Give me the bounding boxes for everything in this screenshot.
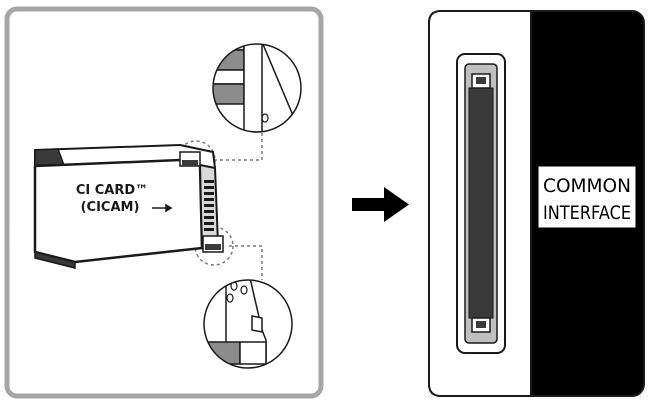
ci-card-bottom-stripe — [34, 251, 76, 269]
ci-card-top-notch-fill — [182, 160, 198, 166]
common-interface-label-line2: INTERFACE — [543, 202, 631, 224]
common-interface-label-line1: COMMON — [543, 175, 631, 197]
common-interface-label-box — [538, 166, 636, 228]
ci-card-connector-pins — [204, 180, 214, 231]
detail-callout-lines — [214, 132, 263, 280]
ci-slot-channel — [468, 87, 494, 319]
arrow-right-icon — [352, 187, 409, 222]
bottom-corner-highlight — [194, 226, 234, 266]
ci-slot-bottom-connector-fill — [476, 321, 486, 328]
tv-slot-panel: COMMON INTERFACE — [428, 10, 645, 397]
ci-card-bottom-notch-fill — [205, 244, 221, 250]
ci-card-label-line2: (CICAM) — [81, 200, 140, 215]
ci-card-label-line1: CI CARD™ — [76, 183, 148, 198]
ci-card: CI CARD™ (CICAM) — [33, 144, 224, 269]
ci-slot-top-connector-fill — [476, 77, 486, 84]
bottom-zoom-detail — [203, 279, 293, 369]
small-arrow-right-icon — [152, 203, 173, 213]
